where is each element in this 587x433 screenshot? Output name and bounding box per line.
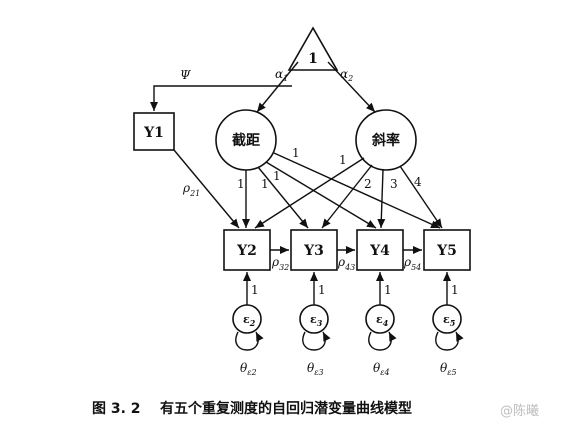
intercept-label: 截距 xyxy=(232,132,260,149)
residual-loading-2: 1 xyxy=(251,283,259,297)
residual-label-2: ε2 xyxy=(243,313,256,328)
alpha2-label: α2 xyxy=(340,67,353,83)
rho54-label: ρ54 xyxy=(403,255,421,272)
y5-box xyxy=(423,229,471,271)
residual-loading-4: 1 xyxy=(384,283,392,297)
arrow-psi xyxy=(150,85,292,111)
rho43-label: ρ43 xyxy=(337,255,355,272)
figure-caption: 图 3. 2 有五个重复测度的自回归潜变量曲线模型 @陈曦 xyxy=(0,398,587,422)
watermark: @陈曦 xyxy=(500,404,540,419)
intercept-loading-y4: 1 xyxy=(273,169,281,183)
slope-loading-y2: 1 xyxy=(339,153,347,167)
arrow-intercept-y4 xyxy=(265,161,377,229)
arrow-slope-y3 xyxy=(321,164,373,229)
y1-box xyxy=(133,112,175,151)
arrow-alpha2 xyxy=(327,61,376,113)
residual-label-4: ε4 xyxy=(376,313,389,328)
y2-label: Y2 xyxy=(236,243,257,259)
y5-label: Y5 xyxy=(436,243,457,259)
variance-loop-4 xyxy=(368,331,397,351)
theta-label-2: θε2 xyxy=(240,361,257,377)
slope-label: 斜率 xyxy=(371,132,400,149)
theta-label-3: θε3 xyxy=(307,361,324,377)
slope-circle xyxy=(355,109,417,171)
arrow-intercept-y3 xyxy=(257,166,309,229)
arrow-slope-y4 xyxy=(377,169,386,229)
variance-loop-2 xyxy=(235,331,264,351)
figure-title: 有五个重复测度的自回归潜变量曲线模型 xyxy=(160,401,412,417)
constant-label: 1 xyxy=(308,51,318,67)
arrow-slope-y5 xyxy=(399,165,443,229)
rho32-label: ρ32 xyxy=(271,255,289,272)
variance-loop-5 xyxy=(435,331,464,351)
arrow-rho21 xyxy=(173,149,240,229)
alpha1-label: α1 xyxy=(275,67,288,83)
y2-box xyxy=(223,229,271,271)
y3-label: Y3 xyxy=(303,243,324,259)
residual-label-5: ε5 xyxy=(443,313,456,328)
arrow-intercept-y5 xyxy=(273,152,441,229)
slope-loading-y3: 2 xyxy=(364,177,372,191)
y1-label: Y1 xyxy=(143,125,164,141)
arrow-slope-y2 xyxy=(254,157,365,229)
rho21-label: ρ21 xyxy=(182,181,200,198)
theta-label-5: θε5 xyxy=(440,361,457,377)
residual-loading-3: 1 xyxy=(318,283,326,297)
psi-label: Ψ xyxy=(180,68,191,82)
y4-label: Y4 xyxy=(369,243,390,259)
slope-loading-y4: 3 xyxy=(390,177,398,191)
intercept-loading-y2: 1 xyxy=(237,177,245,191)
variance-loop-3 xyxy=(302,331,331,351)
intercept-loading-y5: 1 xyxy=(292,146,300,160)
residual-label-3: ε3 xyxy=(310,313,323,328)
intercept-loading-y3: 1 xyxy=(261,177,269,191)
theta-label-4: θε4 xyxy=(373,361,390,377)
slope-loading-y5: 4 xyxy=(414,175,422,189)
arrow-alpha1 xyxy=(256,61,299,113)
residual-loading-5: 1 xyxy=(451,283,459,297)
constant-triangle xyxy=(287,26,339,71)
figure-number: 图 3. 2 xyxy=(92,401,141,417)
